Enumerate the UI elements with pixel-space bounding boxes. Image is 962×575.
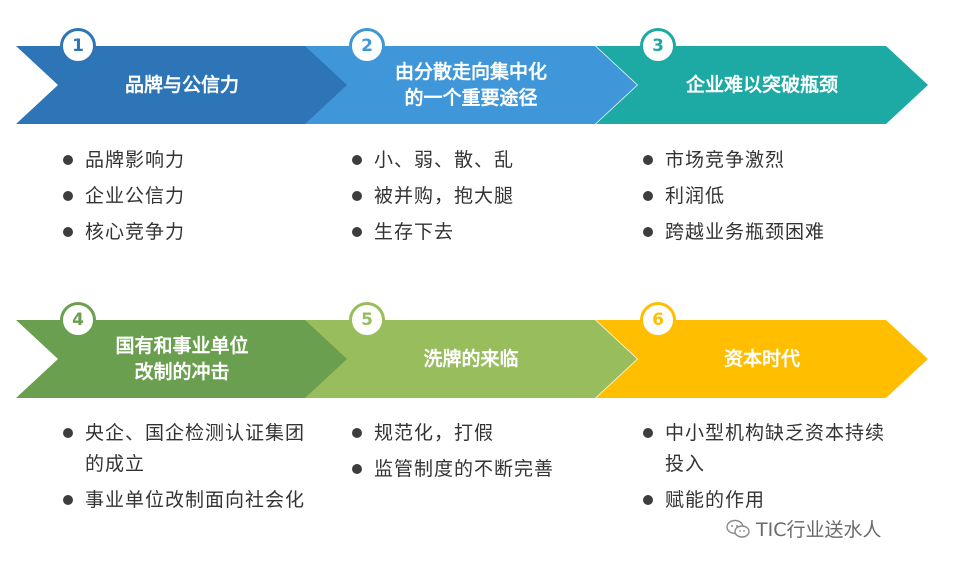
- step-6-title: 资本时代: [723, 348, 800, 370]
- wechat-icon: [726, 519, 750, 538]
- step-5-chevron-shape: [305, 320, 637, 398]
- step-3-bullet-item: 利润低: [641, 181, 901, 212]
- step-2-bullet-item: 小、弱、散、乱: [350, 145, 610, 176]
- step-3-chevron-shape: [596, 46, 928, 124]
- step-1-title: 品牌与公信力: [124, 74, 239, 96]
- step-3-arrow: 企业难以突破瓶颈: [596, 46, 928, 124]
- step-1-bullet-item: 品牌影响力: [61, 145, 321, 176]
- step-5-title: 洗牌的来临: [423, 348, 519, 370]
- step-6-arrow: 资本时代: [596, 320, 928, 398]
- step-2-chevron-shape: [305, 46, 637, 124]
- step-1-chevron-shape: [16, 46, 348, 124]
- step-6-bullet-item: 赋能的作用: [641, 485, 901, 516]
- step-1-bullet-item: 核心竞争力: [61, 217, 321, 248]
- step-3-bullet-item: 跨越业务瓶颈困难: [641, 217, 901, 248]
- step-4-arrow: 国有和事业单位 改制的冲击: [16, 320, 348, 398]
- step-4-chevron-shape: [16, 320, 348, 398]
- step-5-arrow: 洗牌的来临: [305, 320, 637, 398]
- step-2-arrow: 由分散走向集中化 的一个重要途径: [305, 46, 637, 124]
- step-2-title: 由分散走向集中化 的一个重要途径: [394, 61, 547, 109]
- watermark-text: TIC行业送水人: [756, 519, 882, 541]
- step-5-bullet-item: 监管制度的不断完善: [350, 454, 610, 485]
- step-1-arrow: 品牌与公信力: [16, 46, 348, 124]
- step-5-bullet-list: 规范化，打假监管制度的不断完善: [350, 418, 610, 490]
- step-3-bullet-item: 市场竞争激烈: [641, 145, 901, 176]
- step-2-bullet-list: 小、弱、散、乱被并购，抱大腿生存下去: [350, 145, 610, 253]
- step-6-chevron-shape: [596, 320, 928, 398]
- step-4-bullet-item: 事业单位改制面向社会化: [61, 485, 321, 516]
- step-4-bullet-item: 央企、国企检测认证集团的成立: [61, 418, 321, 480]
- step-6-bullet-list: 中小型机构缺乏资本持续投入赋能的作用: [641, 418, 901, 521]
- step-1-number-badge: 1: [60, 28, 96, 64]
- step-4-number-badge: 4: [60, 302, 96, 338]
- step-5-number-badge: 5: [349, 302, 385, 338]
- step-5-bullet-item: 规范化，打假: [350, 418, 610, 449]
- step-2-bullet-item: 生存下去: [350, 217, 610, 248]
- watermark: TIC行业送水人: [726, 515, 881, 542]
- step-6-bullet-item: 中小型机构缺乏资本持续投入: [641, 418, 901, 480]
- step-4-bullet-list: 央企、国企检测认证集团的成立事业单位改制面向社会化: [61, 418, 321, 521]
- step-2-number-badge: 2: [349, 28, 385, 64]
- step-1-bullet-list: 品牌影响力企业公信力核心竞争力: [61, 145, 321, 253]
- step-2-bullet-item: 被并购，抱大腿: [350, 181, 610, 212]
- step-3-bullet-list: 市场竞争激烈利润低跨越业务瓶颈困难: [641, 145, 901, 253]
- step-4-title: 国有和事业单位 改制的冲击: [115, 335, 249, 383]
- step-1-bullet-item: 企业公信力: [61, 181, 321, 212]
- step-6-number-badge: 6: [640, 302, 676, 338]
- step-3-title: 企业难以突破瓶颈: [685, 74, 838, 96]
- step-3-number-badge: 3: [640, 28, 676, 64]
